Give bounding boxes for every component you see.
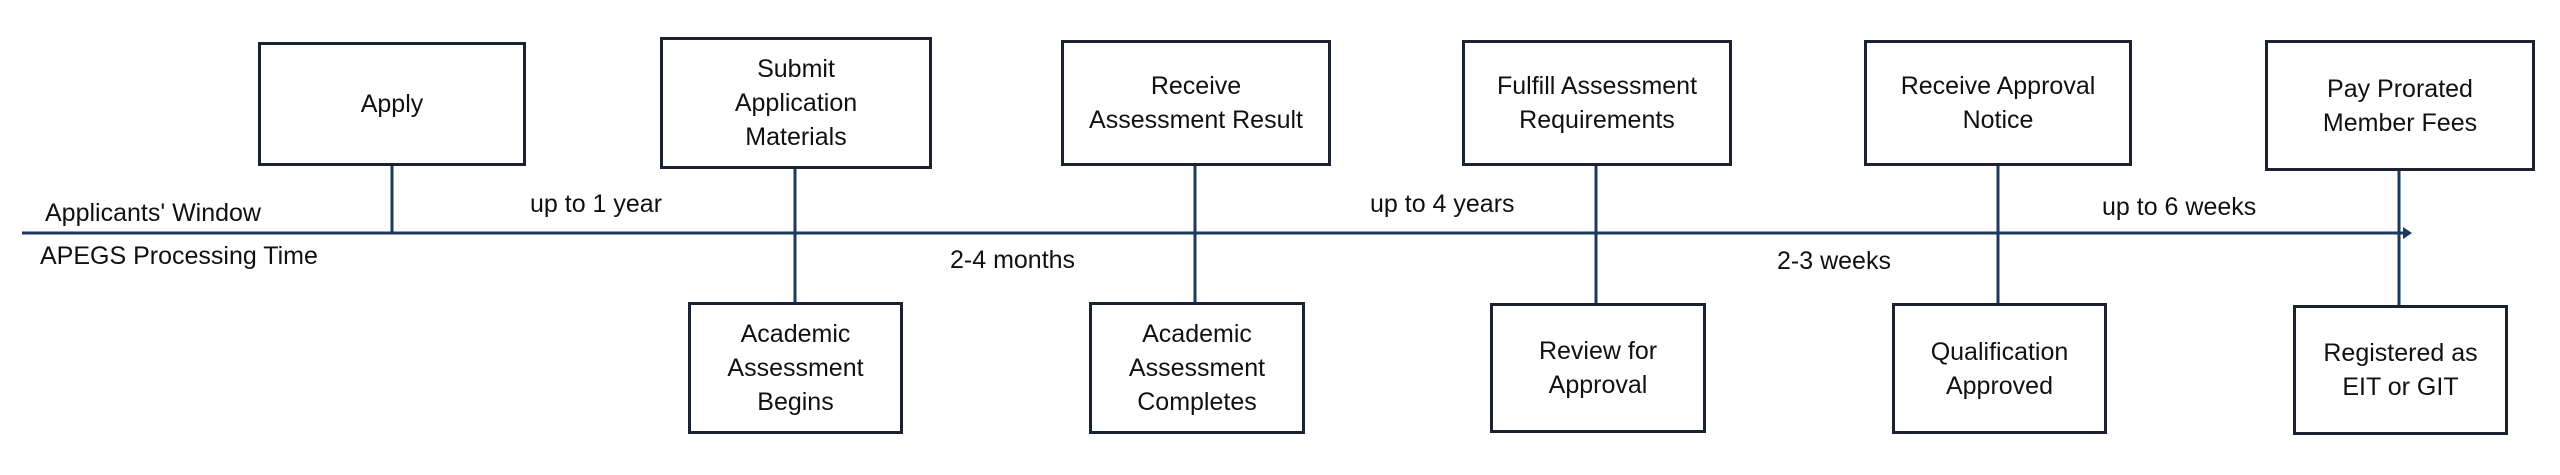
duration-label-up-to-6-weeks: up to 6 weeks: [2102, 193, 2257, 221]
duration-label-2-3-weeks: 2-3 weeks: [1777, 247, 1891, 275]
step-box-registered-eit-git: Registered as EIT or GIT: [2293, 305, 2508, 435]
step-box-review-for-approval: Review for Approval: [1490, 303, 1706, 433]
step-box-receive-assessment-result: Receive Assessment Result: [1061, 40, 1331, 166]
timeline-arrowhead: [2403, 227, 2412, 239]
step-box-pay-prorated-member-fees: Pay Prorated Member Fees: [2265, 40, 2535, 171]
step-box-receive-approval-notice: Receive Approval Notice: [1864, 40, 2132, 166]
duration-label-up-to-4-years: up to 4 years: [1370, 190, 1515, 218]
apegs-processing-time-label: APEGS Processing Time: [40, 242, 318, 270]
duration-label-2-4-months: 2-4 months: [950, 246, 1076, 274]
duration-label-up-to-1-year: up to 1 year: [530, 190, 663, 218]
step-box-academic-assessment-completes: Academic Assessment Completes: [1089, 302, 1305, 434]
step-box-fulfill-assessment-requirements: Fulfill Assessment Requirements: [1462, 40, 1732, 166]
step-box-submit-application-materials: Submit Application Materials: [660, 37, 932, 169]
applicants-window-label: Applicants' Window: [45, 199, 261, 227]
step-box-academic-assessment-begins: Academic Assessment Begins: [688, 302, 903, 434]
step-box-qualification-approved: Qualification Approved: [1892, 303, 2107, 434]
step-box-apply: Apply: [258, 42, 526, 166]
